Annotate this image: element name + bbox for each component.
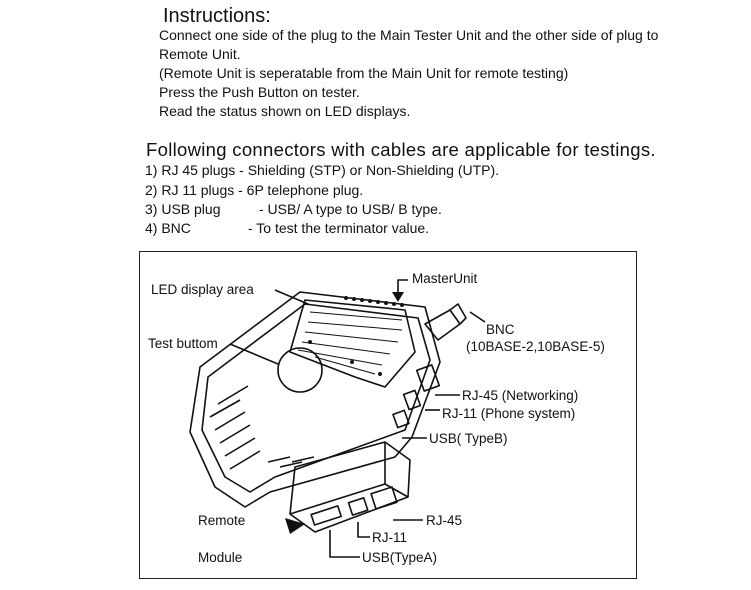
usb-b-port: [392, 409, 410, 429]
led-panel: [289, 299, 416, 388]
test-button: [277, 347, 323, 393]
instruction-line-2: Remote Unit.: [159, 46, 241, 62]
label-usb-typea: USB(TypeA): [362, 550, 438, 565]
master-unit-arrow-icon: [392, 292, 404, 302]
connector-desc: - USB/ A type to USB/ B type.: [259, 201, 442, 217]
label-bnc: BNC: [486, 322, 515, 337]
connector-desc: - 6P telephone plug.: [234, 182, 364, 198]
label-test-button: Test buttom: [148, 336, 218, 351]
label-usb-typeb: USB( TypeB): [429, 431, 508, 446]
connector-desc: - Shielding (STP) or Non-Shielding (UTP)…: [235, 162, 500, 178]
remote-rj11-port: [347, 497, 369, 516]
connector-label: 4) BNC: [145, 220, 191, 236]
label-master-unit: MasterUnit: [412, 271, 478, 286]
instruction-line-3: (Remote Unit is seperatable from the Mai…: [159, 65, 569, 81]
label-rj45: RJ-45: [426, 513, 463, 528]
connector-item: 2) RJ 11 plugs - 6P telephone plug.: [145, 182, 363, 198]
label-module: Module: [198, 550, 243, 565]
connectors-heading: Following connectors with cables are app…: [146, 139, 656, 160]
connector-item: 3) USB plug - USB/ A type to USB/ B type.: [145, 201, 545, 217]
connector-label: 2) RJ 11 plugs: [145, 182, 235, 198]
master-unit-body: [189, 291, 441, 508]
connector-item: 4) BNC - To test the terminator value.: [145, 220, 545, 236]
remote-rj45-port: [370, 486, 398, 510]
connector-desc: - To test the terminator value.: [248, 220, 430, 236]
tester-illustration: [189, 279, 486, 558]
label-rj45-networking: RJ-45 (Networking): [462, 388, 579, 403]
remote-module-arrow-icon: [285, 518, 305, 534]
label-led-display: LED display area: [151, 282, 254, 297]
instruction-line-4: Press the Push Button on tester.: [159, 84, 360, 100]
label-bnc-types: (10BASE-2,10BASE-5): [466, 339, 605, 354]
connector-label: 1) RJ 45 plugs: [145, 162, 236, 178]
remote-usb-a-port: [310, 505, 342, 526]
instructions-title: Instructions:: [163, 5, 271, 27]
rj45-port: [415, 364, 441, 392]
label-rj11-phone: RJ-11 (Phone system): [442, 406, 576, 421]
instruction-line-5: Read the status shown on LED displays.: [159, 103, 411, 119]
connector-item: 1) RJ 45 plugs - Shielding (STP) or Non-…: [145, 162, 499, 178]
label-rj11: RJ-11: [372, 530, 408, 545]
instruction-line-1: Connect one side of the plug to the Main…: [159, 27, 659, 43]
rj11-port: [402, 389, 422, 411]
diagram-frame: LED display area MasterUnit BNC (10BASE-…: [139, 251, 637, 579]
label-remote: Remote: [198, 513, 246, 528]
connector-label: 3) USB plug: [145, 201, 221, 217]
